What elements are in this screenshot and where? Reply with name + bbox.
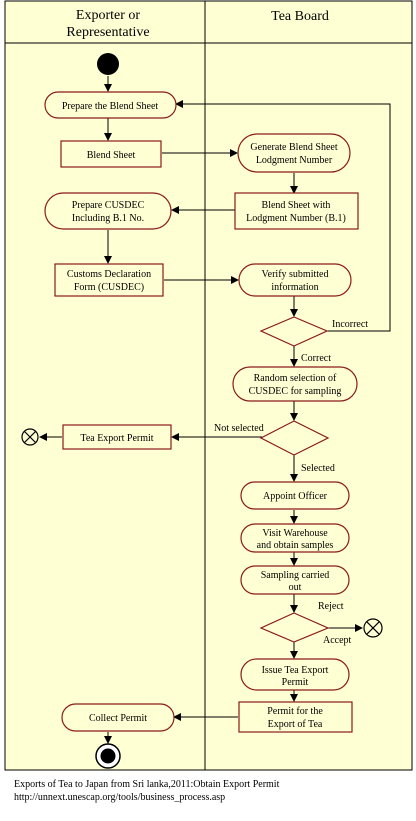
object-permit-export [238,701,353,733]
label-selected: Selected [301,463,335,474]
edges [39,76,391,744]
object-blend-sheet-lodgment [234,192,359,230]
label-permit-export-1: Permit for the [267,706,323,717]
label-accept: Accept [323,635,352,646]
activity-verify-information [238,263,352,297]
caption-source-url: http://unnext.unescap.org/tools/business… [14,792,226,803]
label-generate-lodgment-2: Lodgment Number [256,155,333,166]
object-customs-declaration-form [54,263,164,297]
label-issue-1: Issue Tea Export [262,665,329,676]
activity-appoint-officer [240,481,350,510]
label-appoint-officer: Appoint Officer [263,491,328,502]
lane-title-tea-board: Tea Board [271,9,329,24]
flow-final-node-not-selected [21,428,39,446]
start-node [97,53,119,75]
label-collect-permit: Collect Permit [89,713,147,724]
activity-random-selection [232,366,358,402]
label-customs-form-1: Customs Declaration [67,269,151,280]
label-permit-export-2: Export of Tea [268,719,323,730]
activity-collect-permit [61,703,175,732]
lane-title-exporter-line2: Representative [66,25,149,40]
label-visit-1: Visit Warehouse [262,528,328,539]
label-blend-lodgment-2: Lodgment Number (B.1) [246,213,346,224]
activity-prepare-blend-sheet [44,91,177,119]
label-customs-form-2: Form (CUSDEC) [74,282,144,293]
flow-final-node-reject [363,618,383,638]
activity-sampling [240,565,350,595]
label-correct: Correct [301,353,331,364]
activity-visit-warehouse [240,523,350,553]
label-random-1: Random selection of [254,373,337,384]
activity-issue-permit [240,658,350,691]
label-verify-2: information [271,282,318,293]
label-prepare-cusdec-2: Including B.1 No. [72,213,144,224]
label-sampling-2: out [289,582,302,593]
label-visit-2: and obtain samples [257,540,334,551]
label-verify-1: Verify submitted [262,269,329,280]
label-issue-2: Permit [282,677,309,688]
label-blend-lodgment-1: Blend Sheet with [262,200,331,211]
edge-incorrect-loop [175,100,391,332]
label-reject: Reject [318,601,344,612]
label-prepare-blend-sheet: Prepare the Blend Sheet [62,101,159,112]
decision-verification [259,316,329,347]
label-incorrect: Incorrect [332,319,368,330]
figure-caption: Exports of Tea to Japan from Sri lanka,2… [14,778,279,804]
lane-title-exporter-line1: Exporter or [76,8,140,23]
caption-title: Exports of Tea to Japan from Sri lanka,2… [14,779,280,790]
label-not-selected: Not selected [214,423,264,434]
label-tea-export-permit: Tea Export Permit [80,433,153,444]
activity-final-node [95,743,121,769]
decision-sampling-selection [259,420,330,456]
object-blend-sheet [60,140,162,168]
label-generate-lodgment-1: Generate Blend Sheet [250,142,337,153]
label-blend-sheet: Blend Sheet [87,150,136,161]
activity-generate-lodgment [237,133,351,173]
decision-sample-result [259,612,330,643]
label-random-2: CUSDEC for sampling [249,386,342,397]
label-sampling-1: Sampling carried [261,570,330,581]
node-labels: Prepare the Blend Sheet Blend Sheet Gene… [62,101,346,730]
object-tea-export-permit [62,424,172,450]
label-prepare-cusdec-1: Prepare CUSDEC [72,200,145,211]
activity-prepare-cusdec [44,192,172,230]
